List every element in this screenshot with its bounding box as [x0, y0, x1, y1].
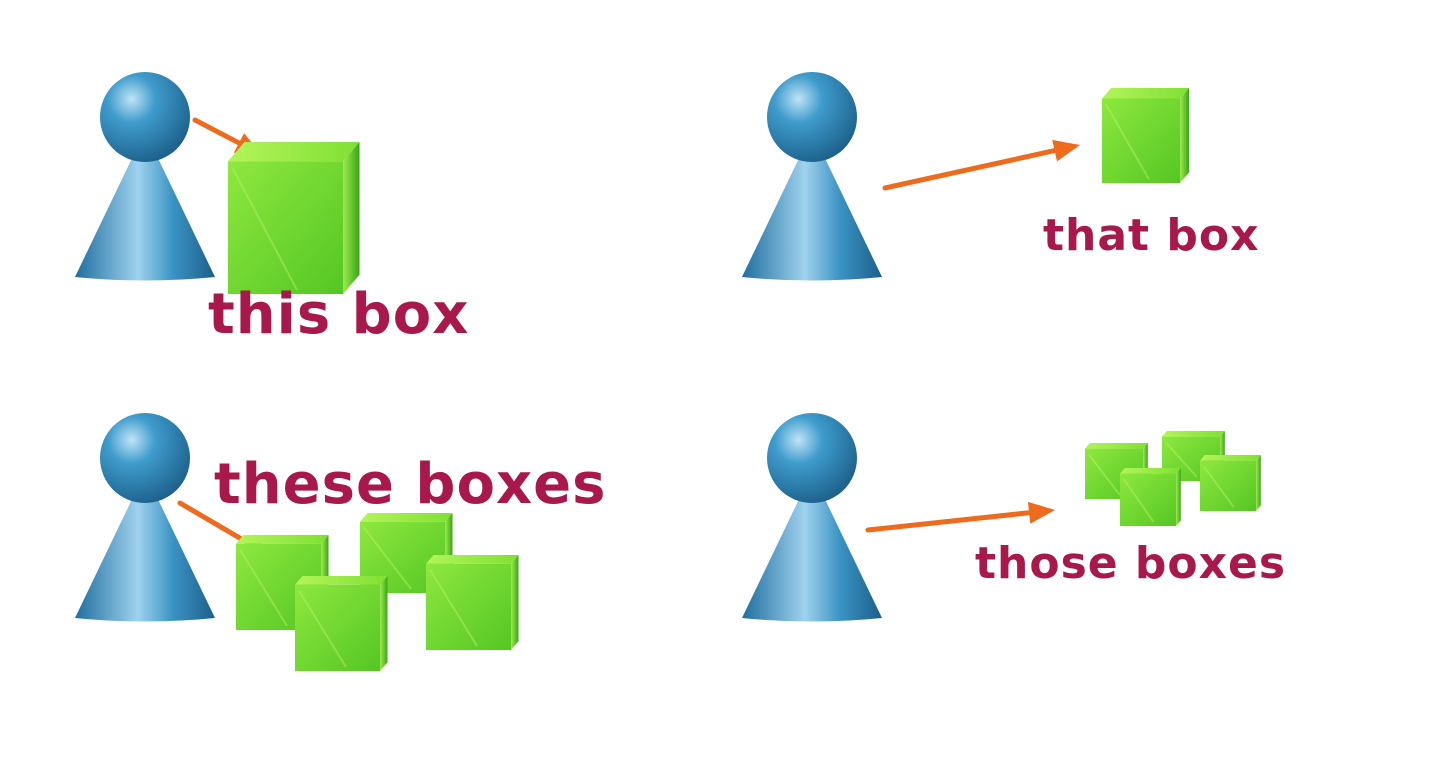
panel-this-box: this box [75, 72, 469, 347]
box-icon [295, 576, 388, 671]
arrow-icon [882, 139, 1080, 191]
box-icon [1102, 88, 1189, 183]
person-figure-icon [742, 413, 882, 622]
box-icon [1200, 455, 1261, 511]
box-icon [228, 142, 360, 294]
panel-label: this box [208, 282, 469, 347]
panel-these-boxes: these boxes [75, 413, 606, 671]
panel-that-box: that box [742, 72, 1260, 281]
panel-label: those boxes [975, 538, 1286, 589]
person-figure-icon [75, 413, 215, 622]
panel-label: these boxes [214, 452, 606, 517]
box-icon [426, 555, 519, 650]
panel-label: that box [1043, 210, 1260, 261]
arrow-icon [865, 501, 1055, 533]
person-figure-icon [742, 72, 882, 281]
box-icon [1120, 468, 1181, 526]
person-figure-icon [75, 72, 215, 281]
panel-those-boxes: those boxes [742, 413, 1286, 622]
